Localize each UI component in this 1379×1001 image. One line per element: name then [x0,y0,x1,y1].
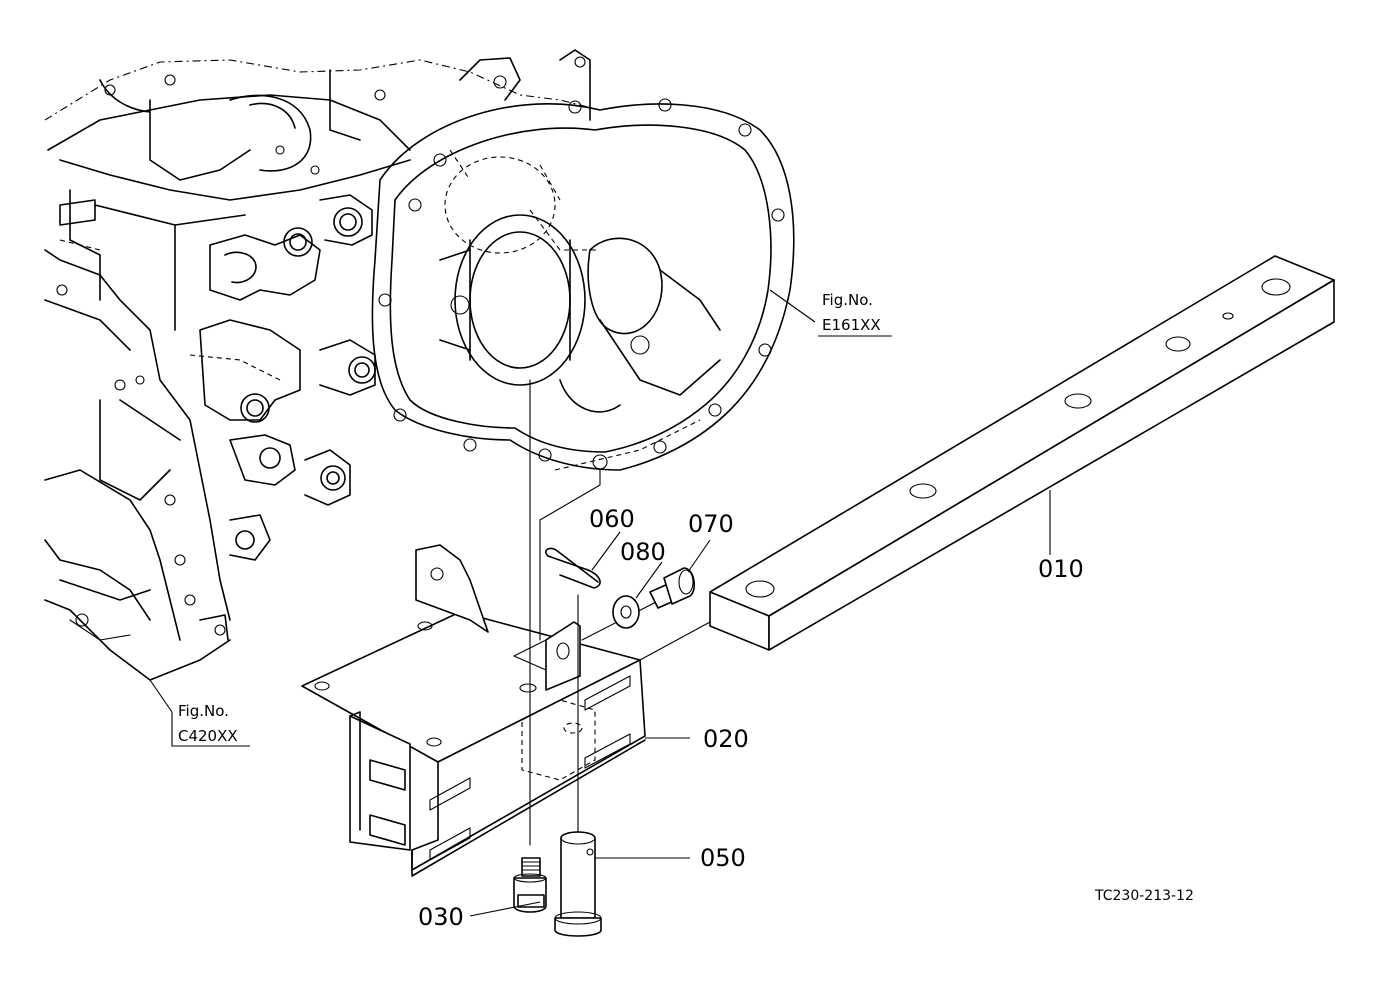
callout-020: 020 [703,725,749,753]
callout-070: 070 [688,510,734,538]
callout-060: 060 [589,505,635,533]
fig-ref-label: Fig.No. [822,291,873,309]
figure-reference-c420xx: Fig.No. C420XX [178,702,238,745]
part-010-drawbar [709,255,1335,651]
part-070-bolt [649,567,696,609]
assembly-lines [529,379,711,846]
clutch-housing-outline [371,98,795,471]
leader-lines [149,289,1051,917]
part-080-washer [612,595,640,629]
callout-050: 050 [700,844,746,872]
fig-ref-number: C420XX [178,727,238,745]
fig-ref-number: E161XX [822,316,881,334]
callout-080: 080 [620,538,666,566]
callout-010: 010 [1038,555,1084,583]
figure-reference-e161xx: Fig.No. E161XX [822,291,881,334]
part-060-pin [545,547,601,589]
fig-ref-label: Fig.No. [178,702,229,720]
part-030-bolt [513,857,547,913]
callout-030: 030 [418,903,464,931]
part-020-drawbar-hanger [301,544,646,877]
drawing-code: TC230-213-12 [1094,888,1194,904]
transmission-case-outline [44,49,601,681]
part-050-pin [554,831,602,937]
